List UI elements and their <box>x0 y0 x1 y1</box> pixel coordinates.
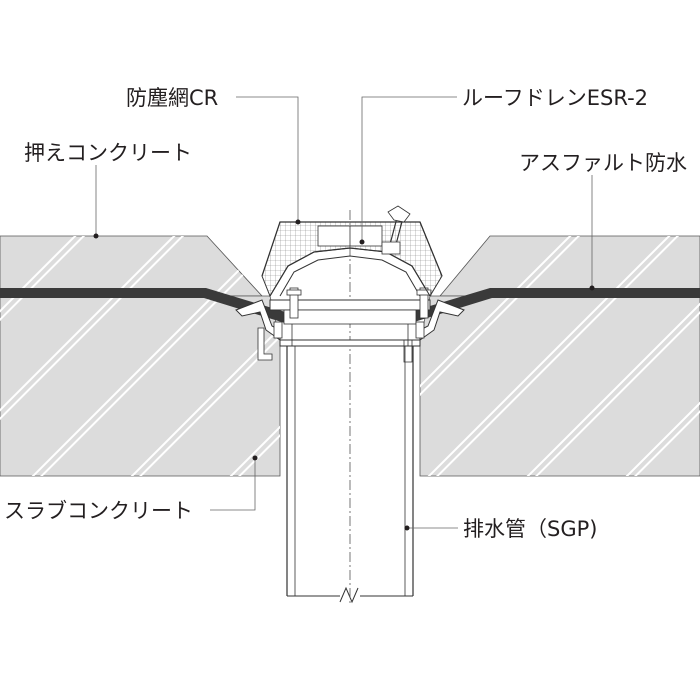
dust-net <box>261 221 443 298</box>
label-protective-concrete: 押えコンクリート <box>24 141 192 165</box>
label-dust-net: 防塵網CR <box>126 86 218 110</box>
leader-dots <box>93 219 595 531</box>
drain-pipe <box>286 210 414 605</box>
drain-handle <box>381 205 411 255</box>
concrete-hatch-left <box>0 236 280 476</box>
asphalt-waterproofing-left <box>0 288 292 324</box>
label-roof-drain: ルーフドレンESR-2 <box>462 86 648 110</box>
concrete-hatch-right <box>420 236 700 476</box>
label-slab-concrete: スラブコンクリート <box>4 499 193 523</box>
asphalt-waterproofing-right <box>410 288 700 322</box>
label-asphalt-waterproofing: アスファルト防水 <box>519 151 687 175</box>
leader-lines <box>95 96 593 529</box>
label-drain-pipe: 排水管（SGP) <box>463 517 597 541</box>
